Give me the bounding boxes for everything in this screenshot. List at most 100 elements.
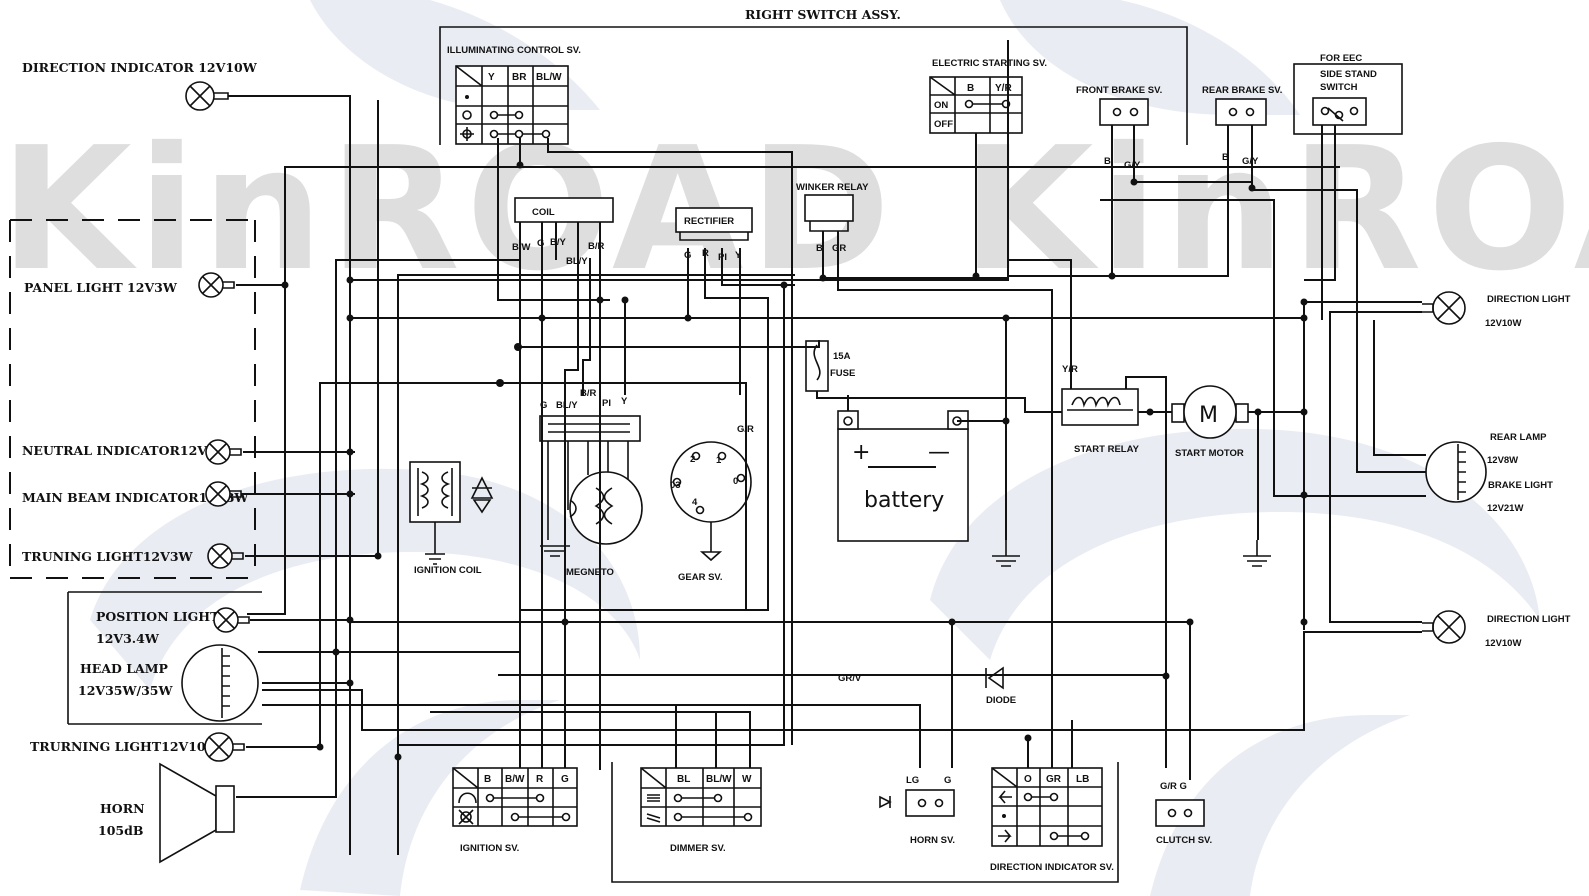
left-lamps: DIRECTION INDICATOR 12V10W PANEL LIGHT 1…: [22, 60, 262, 864]
svg-text:BL/W: BL/W: [706, 774, 732, 785]
svg-text:B/W: B/W: [512, 242, 531, 253]
front-brake-switch: FRONT BRAKE SV. B G/Y: [1076, 85, 1162, 171]
dimmer-switch: BL BL/W W DIMMER SV.: [640, 767, 762, 854]
direction-indicator-switch: O GR LB DIRECTION INDICATOR SV.: [990, 767, 1114, 873]
svg-text:IGNITION COIL: IGNITION COIL: [414, 565, 482, 576]
svg-text:G: G: [540, 400, 547, 411]
svg-text:B/R: B/R: [580, 388, 597, 399]
svg-text:DIODE: DIODE: [986, 695, 1016, 706]
svg-text:G/R G: G/R G: [1160, 781, 1187, 792]
svg-text:Y/R: Y/R: [995, 83, 1012, 94]
svg-text:Y: Y: [488, 72, 495, 83]
svg-text:ON: ON: [934, 100, 948, 111]
svg-text:PI: PI: [602, 398, 611, 409]
svg-text:IGNITION SV.: IGNITION SV.: [460, 843, 519, 854]
direction-indicator-label: DIRECTION INDICATOR 12V10W: [22, 60, 258, 75]
coil: COIL B/W G B/Y B/R BL/Y: [512, 197, 614, 267]
svg-text:OFF: OFF: [934, 119, 953, 130]
svg-text:DIRECTION INDICATOR SV.: DIRECTION INDICATOR SV.: [990, 862, 1114, 873]
svg-text:03: 03: [670, 480, 681, 491]
svg-text:G: G: [944, 775, 951, 786]
svg-text:15A: 15A: [833, 351, 851, 362]
svg-text:W: W: [742, 774, 752, 785]
svg-text:B: B: [816, 243, 823, 254]
svg-text:B: B: [1222, 152, 1229, 163]
svg-text:1: 1: [716, 455, 722, 466]
svg-text:+: +: [852, 440, 870, 465]
electric-starting-label: ELECTRIC STARTING SV.: [932, 58, 1047, 69]
svg-text:GR: GR: [1046, 774, 1062, 785]
svg-text:BR: BR: [512, 72, 527, 83]
svg-text:2: 2: [690, 454, 695, 465]
svg-text:Y: Y: [621, 396, 628, 407]
ignition-coil: IGNITION COIL: [409, 461, 494, 576]
svg-text:0: 0: [733, 476, 738, 487]
electric-starting-switch: ELECTRIC STARTING SV. B Y/R ON OFF: [929, 58, 1047, 134]
magneto: G BL/Y B/R PI Y MEGNETO: [539, 388, 643, 578]
start-motor: M START MOTOR: [1171, 385, 1249, 459]
truning-light-label: TRUNING LIGHT12V3W: [22, 549, 194, 564]
svg-text:G/Y: G/Y: [1124, 160, 1141, 171]
svg-text:DIRECTION LIGHT: DIRECTION LIGHT: [1487, 614, 1571, 625]
svg-text:DIRECTION LIGHT: DIRECTION LIGHT: [1487, 294, 1571, 305]
motor-icon: [1183, 385, 1237, 439]
svg-text:GEAR SV.: GEAR SV.: [678, 572, 723, 583]
wiring-harness: [228, 40, 1426, 855]
svg-text:SIDE STAND: SIDE STAND: [1320, 69, 1377, 80]
left-switch-assy-frame: [611, 762, 1119, 883]
side-stand-switch: FOR EEC SIDE STAND SWITCH: [1293, 53, 1403, 135]
junction-dots: [281, 161, 1308, 761]
horn-icon: [159, 762, 217, 864]
svg-text:BL/Y: BL/Y: [556, 400, 578, 411]
start-relay: Y/R START RELAY: [1061, 364, 1140, 455]
svg-text:LB: LB: [1076, 774, 1089, 785]
svg-text:START RELAY: START RELAY: [1074, 444, 1140, 455]
svg-text:12V10W: 12V10W: [1485, 638, 1521, 649]
horn-icon-small: [879, 795, 892, 809]
right-switch-assy-title: RIGHT SWITCH ASSY.: [745, 7, 901, 22]
illuminating-control-switch: ILLUMINATING CONTROL SV. Y BR BL/W: [447, 45, 581, 145]
svg-text:MEGNETO: MEGNETO: [566, 567, 614, 578]
svg-text:Y/R: Y/R: [1062, 364, 1078, 375]
trurning-light-label: TRURNING LIGHT12V10W: [30, 739, 221, 754]
position-light-rating: 12V3.4W: [96, 631, 160, 646]
clutch-switch: G/R G CLUTCH SV.: [1155, 781, 1212, 846]
battery-label: battery: [864, 488, 944, 513]
svg-text:BL/W: BL/W: [536, 72, 562, 83]
svg-text:B: B: [484, 774, 491, 785]
svg-text:FUSE: FUSE: [830, 368, 855, 379]
illuminating-control-label: ILLUMINATING CONTROL SV.: [447, 45, 581, 56]
svg-text:R: R: [536, 774, 544, 785]
panel-light-label: PANEL LIGHT 12V3W: [24, 280, 178, 295]
position-light-label: POSITION LIGHT: [96, 609, 220, 624]
neutral-indicator-label: NEUTRAL INDICATOR12V3W: [22, 443, 231, 458]
svg-text:RECTIFIER: RECTIFIER: [684, 216, 734, 227]
svg-text:B: B: [1104, 156, 1111, 167]
battery: + — battery: [837, 410, 969, 542]
svg-text:COIL: COIL: [532, 207, 555, 218]
svg-text:—: —: [928, 440, 950, 465]
svg-text:SWITCH: SWITCH: [1320, 82, 1358, 93]
rear-brake-switch: REAR BRAKE SV. B G/Y: [1202, 85, 1282, 167]
head-lamp-label: HEAD LAMP: [80, 661, 169, 676]
svg-text:B: B: [967, 83, 974, 94]
svg-text:GR/V: GR/V: [838, 673, 862, 684]
svg-text:B/W: B/W: [505, 774, 525, 785]
diode: GR/V DIODE: [838, 666, 1016, 706]
right-switch-assy-frame: [439, 26, 1188, 145]
head-lamp-icon: [181, 644, 259, 722]
svg-text:HORN SV.: HORN SV.: [910, 835, 955, 846]
svg-text:BRAKE LIGHT: BRAKE LIGHT: [1488, 480, 1553, 491]
right-lamps: DIRECTION LIGHT 12V10W REAR LAMP 12V8W B…: [1422, 291, 1571, 649]
svg-text:4: 4: [692, 497, 698, 508]
svg-text:DIMMER SV.: DIMMER SV.: [670, 843, 726, 854]
svg-text:FOR EEC: FOR EEC: [1320, 53, 1362, 64]
ignition-switch: B B/W R G IGNITION SV.: [452, 767, 578, 854]
svg-text:WINKER RELAY: WINKER RELAY: [796, 182, 869, 193]
fuse: 15A FUSE: [805, 340, 855, 392]
svg-text:M: M: [1199, 403, 1218, 428]
svg-text:GR: GR: [832, 243, 846, 254]
svg-text:B/R: B/R: [588, 241, 605, 252]
main-beam-indicator-label: MAIN BEAM INDICATOR12V3W: [22, 490, 249, 505]
